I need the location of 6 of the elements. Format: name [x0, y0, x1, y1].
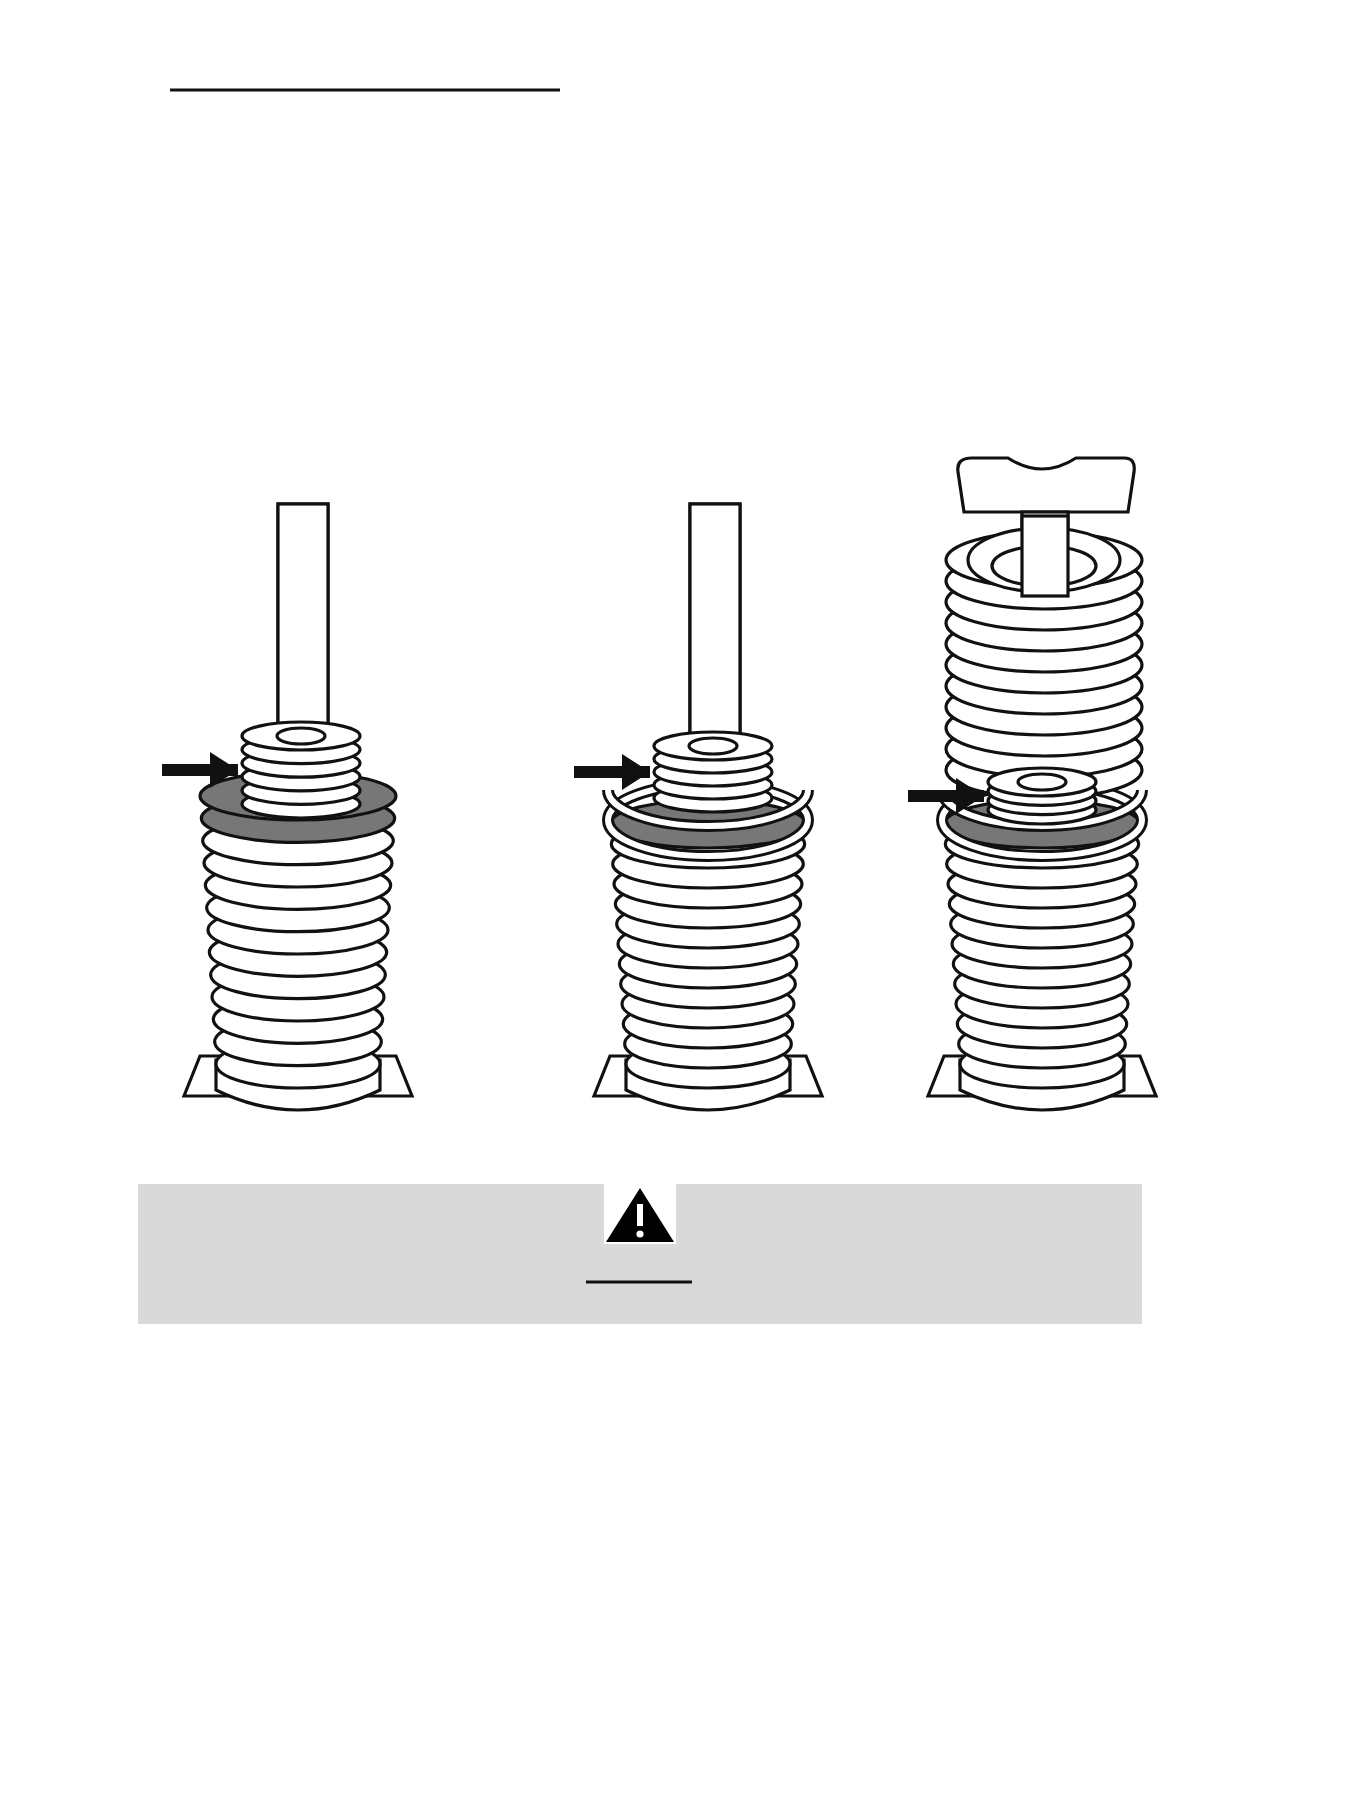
arrow — [574, 754, 650, 790]
arrow — [162, 752, 238, 788]
inner-spring-stack — [986, 766, 1098, 826]
inner-spring-stack — [652, 730, 774, 814]
inner-spring-stack — [240, 720, 362, 820]
arrow — [908, 778, 984, 814]
